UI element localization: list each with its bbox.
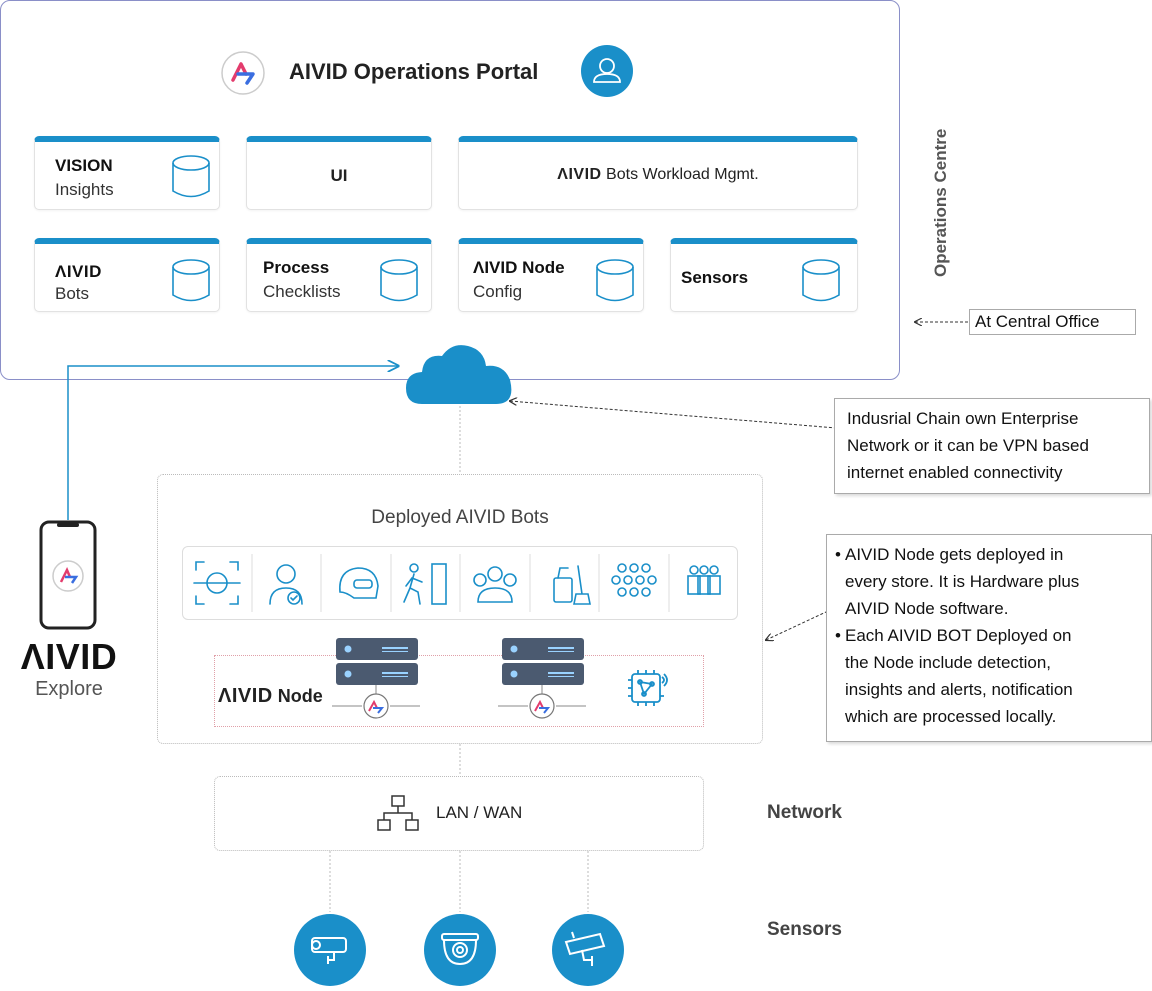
user-icon[interactable] xyxy=(580,44,634,98)
database-icon xyxy=(380,259,418,302)
camera-icon xyxy=(424,914,496,986)
card-workload-label: Bots Workload Mgmt. xyxy=(606,166,759,183)
operations-centre-label: Operations Centre xyxy=(931,128,950,277)
card-bots-workload[interactable]: ΛIVID Bots Workload Mgmt. xyxy=(458,136,858,210)
camera-icon xyxy=(552,914,624,986)
card-checklists-subtitle: Checklists xyxy=(263,282,341,301)
explore-label: Explore xyxy=(35,678,103,700)
aivid-brand: ΛIVID xyxy=(557,166,602,183)
lan-wan-box xyxy=(214,776,704,851)
node-note-line: every store. It is Hardware plus xyxy=(845,572,1080,591)
card-ui[interactable]: UI xyxy=(246,136,432,210)
card-sensors[interactable]: Sensors xyxy=(670,238,858,312)
network-note: Indusrial Chain own Enterprise Network o… xyxy=(834,398,1150,494)
deployed-bots-panel xyxy=(157,474,763,744)
card-bots-subtitle: Bots xyxy=(55,284,90,303)
card-vision-subtitle: Insights xyxy=(55,180,114,199)
network-icon xyxy=(377,795,419,831)
card-node-config-subtitle: Config xyxy=(473,282,523,301)
aivid-node-box xyxy=(214,655,704,727)
central-office-note: At Central Office xyxy=(969,309,1136,335)
portal-title: AIVID Operations Portal xyxy=(289,59,539,84)
bot-icons xyxy=(193,554,721,612)
cloud-icon xyxy=(406,345,512,404)
person-check-icon xyxy=(269,564,303,605)
node-note-line: AIVID Node gets deployed in xyxy=(845,545,1064,564)
card-aivid-bots[interactable]: ΛIVID Bots xyxy=(34,238,220,312)
phone-icon xyxy=(39,520,97,630)
card-vision-insights[interactable]: VISION Insights xyxy=(34,136,220,210)
node-note-line: the Node include detection, xyxy=(845,653,1052,672)
card-ui-label: UI xyxy=(330,166,348,185)
node-note-line: which are processed locally. xyxy=(845,707,1057,726)
lan-label: LAN / WAN xyxy=(436,803,523,822)
database-icon xyxy=(802,259,840,302)
node-note-line: AIVID Node software. xyxy=(845,599,1009,618)
explore-brand: ΛIVID xyxy=(20,636,118,677)
card-vision-title: VISION xyxy=(55,156,113,175)
cleaning-icon xyxy=(553,565,591,605)
card-bots-title: ΛIVID xyxy=(55,262,102,281)
node-note-line: insights and alerts, notification xyxy=(845,680,1073,699)
group-icon xyxy=(473,566,517,603)
network-note-line: Network or it can be VPN based xyxy=(847,436,1089,455)
helmet-icon xyxy=(339,567,379,599)
server-icon xyxy=(498,638,586,719)
card-node-config-title: ΛIVID Node xyxy=(473,258,565,277)
network-note-line: Indusrial Chain own Enterprise xyxy=(847,409,1079,428)
camera-icon xyxy=(294,914,366,986)
card-process-checklists[interactable]: Process Checklists xyxy=(246,238,432,312)
deployed-title: Deployed AIVID Bots xyxy=(371,507,549,528)
node-text: Node xyxy=(277,686,323,706)
face-scan-icon xyxy=(193,561,241,605)
database-icon xyxy=(172,259,210,302)
card-node-config[interactable]: ΛIVID Node Config xyxy=(458,238,644,312)
crowd-dots-icon xyxy=(611,563,657,597)
bot-icons-strip xyxy=(182,546,738,620)
chip-icon xyxy=(628,670,668,706)
logo-icon xyxy=(221,51,265,95)
card-checklists-title: Process xyxy=(263,258,330,277)
network-note-line: internet enabled connectivity xyxy=(847,463,1063,482)
node-note: • AIVID Node gets deployed in every stor… xyxy=(826,534,1152,742)
exit-door-icon xyxy=(403,563,447,605)
aivid-brand: ΛIVID xyxy=(218,685,273,707)
sensors-label: Sensors xyxy=(767,919,842,940)
database-icon xyxy=(172,155,210,198)
server-icon xyxy=(332,638,420,719)
node-label: ΛIVID Node xyxy=(218,685,323,708)
card-sensors-label: Sensors xyxy=(681,268,749,287)
node-note-line: Each AIVID BOT Deployed on xyxy=(845,626,1072,645)
team-icon xyxy=(687,565,721,595)
database-icon xyxy=(596,259,634,302)
network-label: Network xyxy=(767,802,842,823)
